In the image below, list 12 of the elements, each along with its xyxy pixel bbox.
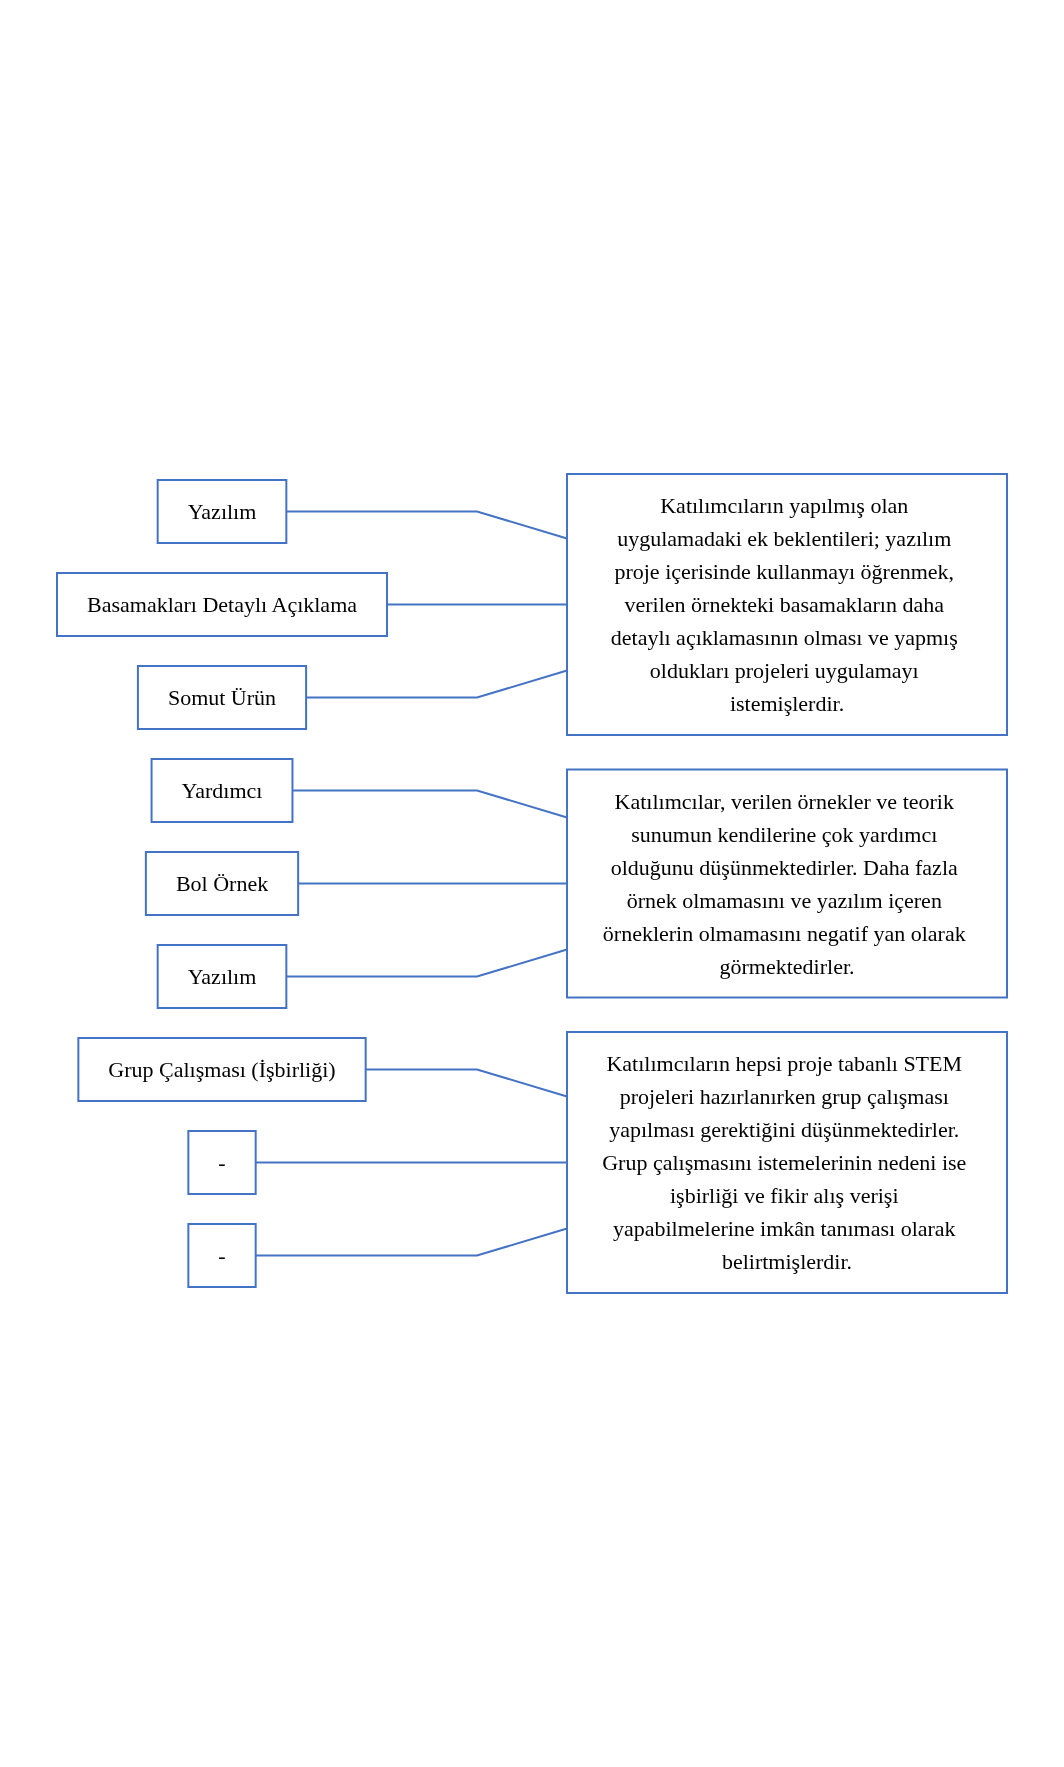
node-box: - [187, 1130, 257, 1195]
node-box: Basamakları Detaylı Açıklama [56, 572, 388, 637]
node-box: Yazılım [156, 479, 288, 544]
node-box: Katılımcıların yapılmış olan uygulamadaki ek beklentileri; yazılım proje içerisinde kullanmayı öğrenmek, verilen örnekteki basamakların daha detaylı açıklamasının olması ve yapmış oldukları projeleri uygulamayı istemişlerdir. [566, 473, 1008, 736]
node-box: Yardımcı [150, 758, 294, 823]
node-box: Somut Ürün [136, 665, 308, 730]
node-box: Yazılım [156, 944, 288, 1009]
node-box: Bol Örnek [144, 851, 300, 916]
node-box: Grup Çalışması (İşbirliği) [77, 1037, 367, 1102]
node-box: - [187, 1223, 257, 1288]
node-box: Katılımcıların hepsi proje tabanlı STEM projeleri hazırlanırken grup çalışması yapılması gerektiğini düşünmektedirler. Grup çalışmasını istemelerinin nedeni ise işbirliği ve fikir alış verişi yapabilmelerine imkân tanıması olarak belirtmişlerdir. [566, 1031, 1008, 1294]
node-box: Katılımcılar, verilen örnekler ve teorik sunumun kendilerine çok yardımcı olduğunu düşünmektedirler. Daha fazla örnek olmamasını ve yazılım içeren örneklerin olmamasını negatif yan olarak görmektedirler. [566, 768, 1008, 999]
